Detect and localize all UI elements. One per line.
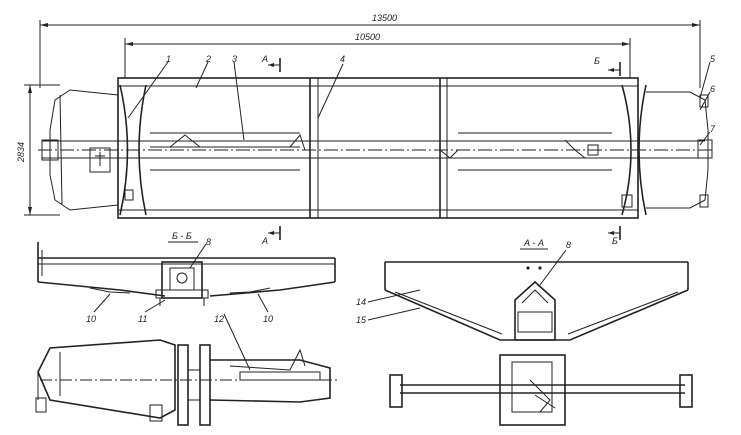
part-label-5: 5	[710, 54, 716, 64]
part-label-8-right: 8	[566, 240, 571, 250]
section-b-bottom-mark: Б	[612, 236, 618, 246]
height-text: 2834	[16, 142, 26, 163]
plan-view-labels: 1 2 3 4 5 6 7	[127, 54, 716, 146]
section-a-a-view: А - А 8 14 15	[356, 238, 689, 341]
dimension-overall-length: 13500	[39, 13, 701, 88]
span-text: 10500	[355, 32, 380, 42]
a-a-plan-view	[389, 354, 693, 426]
section-a-top-mark: А	[261, 54, 268, 64]
part-label-7: 7	[710, 124, 716, 134]
plan-view: А А Б Б	[38, 54, 713, 246]
section-b-b-title: Б - Б	[172, 231, 192, 241]
part-label-2: 2	[205, 54, 211, 64]
part-label-4: 4	[340, 54, 345, 64]
section-b-top-mark: Б	[594, 56, 600, 66]
part-label-1: 1	[166, 54, 171, 64]
dimension-height: 2834	[16, 84, 60, 216]
elevation-view: 12	[35, 313, 340, 426]
part-label-10-right: 10	[263, 314, 273, 324]
left-drive-box	[89, 147, 111, 173]
section-a-a-title: А - А	[523, 238, 544, 248]
dimension-span: 10500	[124, 32, 631, 78]
section-b-b-view: Б - Б 8 10 11 10	[37, 231, 336, 324]
section-a-bottom-mark: А	[261, 236, 268, 246]
part-label-15: 15	[356, 315, 367, 325]
part-label-10-left: 10	[86, 314, 96, 324]
part-label-3: 3	[232, 54, 237, 64]
part-label-12: 12	[214, 314, 224, 324]
part-label-6: 6	[710, 84, 715, 94]
part-label-8-left: 8	[206, 237, 211, 247]
part-label-11: 11	[138, 314, 147, 324]
part-label-14: 14	[356, 297, 366, 307]
overall-length-text: 13500	[372, 13, 397, 23]
